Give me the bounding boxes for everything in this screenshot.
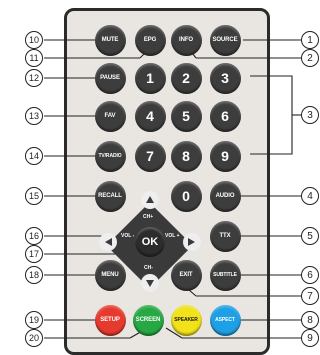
ttx-button[interactable]: TTX [210, 221, 241, 252]
screen-button[interactable]: SCREEN [133, 305, 164, 336]
callout-12: 12 [25, 69, 43, 87]
digit-0-button[interactable]: 0 [171, 181, 202, 212]
callout-5: 5 [301, 227, 319, 245]
remote-diagram: CH+ CH- VOL - VOL + OK MUTE EPG INFO SOU… [0, 0, 320, 347]
setup-button[interactable]: SETUP [95, 305, 126, 336]
digit-6-button[interactable]: 6 [210, 101, 241, 132]
vol-plus-label: VOL + [165, 233, 180, 239]
epg-button[interactable]: EPG [135, 25, 166, 56]
callout-14: 14 [25, 147, 43, 165]
callout-7: 7 [301, 287, 319, 305]
source-button[interactable]: SOURCE [210, 25, 241, 56]
callout-11: 11 [25, 49, 43, 67]
digit-7-button[interactable]: 7 [135, 141, 166, 172]
exit-button[interactable]: EXIT [171, 260, 202, 291]
aspect-button[interactable]: ASPECT [210, 305, 241, 336]
digit-4-button[interactable]: 4 [135, 101, 166, 132]
digit-1-button[interactable]: 1 [135, 63, 166, 94]
ok-button[interactable]: OK [135, 227, 165, 257]
right-button[interactable] [183, 233, 201, 251]
callout-3: 3 [301, 106, 319, 124]
digit-3-button[interactable]: 3 [210, 63, 241, 94]
down-button[interactable] [141, 274, 159, 292]
pause-button[interactable]: PAUSE [95, 63, 126, 94]
menu-button[interactable]: MENU [95, 260, 126, 291]
callout-4: 4 [301, 187, 319, 205]
info-button[interactable]: INFO [171, 25, 202, 56]
remote-body [64, 8, 270, 355]
ch-minus-label: CH- [144, 265, 153, 271]
digit-9-button[interactable]: 9 [210, 141, 241, 172]
ch-plus-label: CH+ [143, 214, 153, 220]
arrow-left-icon [103, 237, 113, 247]
callout-8: 8 [301, 311, 319, 329]
tv-radio-button[interactable]: TV/RADIO [95, 141, 126, 172]
recall-button[interactable]: RECALL [95, 181, 126, 212]
callout-1: 1 [301, 31, 319, 49]
subtitle-button[interactable]: SUBTITLE [210, 260, 241, 291]
callout-19: 19 [25, 311, 43, 329]
callout-16: 16 [25, 227, 43, 245]
vol-minus-label: VOL - [121, 233, 134, 239]
digit-8-button[interactable]: 8 [171, 141, 202, 172]
callout-10: 10 [25, 31, 43, 49]
audio-button[interactable]: AUDIO [210, 181, 241, 212]
callout-2: 2 [301, 49, 319, 67]
callout-20: 20 [25, 329, 43, 347]
callout-9: 9 [301, 329, 319, 347]
fav-button[interactable]: FAV [95, 101, 126, 132]
speaker-button[interactable]: SPEAKER [171, 305, 202, 336]
callout-18: 18 [25, 266, 43, 284]
arrow-right-icon [187, 237, 197, 247]
callout-13: 13 [25, 107, 43, 125]
mute-button[interactable]: MUTE [95, 25, 126, 56]
callout-17: 17 [25, 245, 43, 263]
callout-6: 6 [301, 266, 319, 284]
digit-5-button[interactable]: 5 [171, 101, 202, 132]
callout-15: 15 [25, 187, 43, 205]
left-button[interactable] [99, 233, 117, 251]
up-button[interactable] [141, 191, 159, 209]
digit-2-button[interactable]: 2 [171, 63, 202, 94]
arrow-up-icon [145, 195, 155, 205]
arrow-down-icon [145, 278, 155, 288]
